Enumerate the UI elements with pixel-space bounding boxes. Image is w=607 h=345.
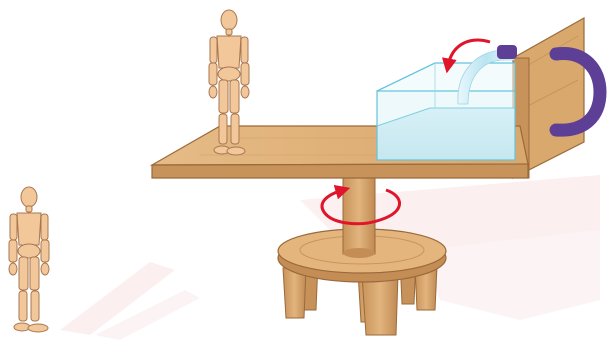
water-tank <box>377 63 515 160</box>
mannequin-on-ground <box>9 187 49 332</box>
purple-pipe <box>497 45 517 59</box>
